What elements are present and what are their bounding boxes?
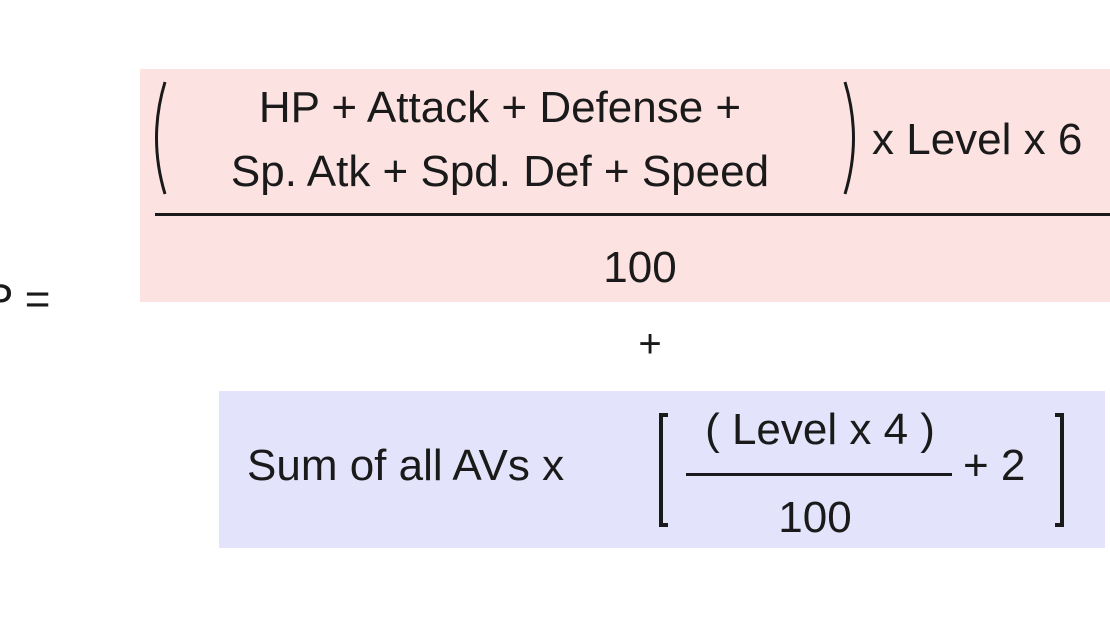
bottom-prefix: Sum of all AVs x [247,441,565,490]
formula-lhs: P = [0,275,51,324]
top-denominator: 100 [603,243,677,292]
top-fraction-bar [155,213,1110,216]
top-multiplier: x Level x 6 [872,115,1083,164]
top-numerator-line1: HP + Attack + Defense + [258,83,742,132]
top-numerator-line2: Sp. Atk + Spd. Def + Speed [230,147,770,196]
top-term-box [140,69,1110,302]
bottom-inner-fraction-bar [686,473,952,476]
plus-sign: + [638,322,662,366]
bottom-inner-denominator: 100 [778,493,852,542]
bottom-inner-addend: + 2 [963,441,1026,490]
bottom-inner-numerator: ( Level x 4 ) [705,405,935,454]
